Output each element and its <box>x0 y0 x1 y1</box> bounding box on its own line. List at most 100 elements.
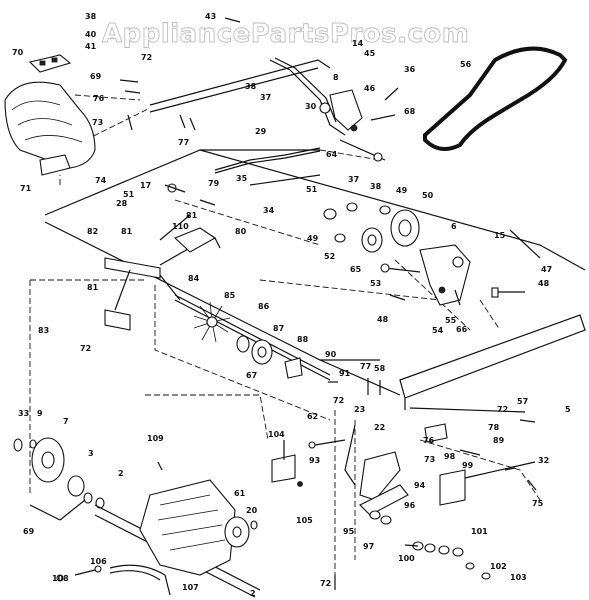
part-label-97: 97 <box>363 542 374 551</box>
part-label-86: 86 <box>258 302 270 311</box>
part-label-70: 70 <box>12 48 24 57</box>
part-label-7: 7 <box>63 417 69 426</box>
part-label-99: 99 <box>462 461 474 470</box>
part-label-51: 51 <box>123 190 135 199</box>
part-label-72: 72 <box>80 344 91 353</box>
pulley-group <box>323 202 420 253</box>
part-label-72: 72 <box>333 396 344 405</box>
part-label-32: 32 <box>538 456 549 465</box>
part-label-40: 40 <box>85 30 97 39</box>
part-label-64: 64 <box>326 150 338 159</box>
part-label-98: 98 <box>444 452 456 461</box>
part-label-37: 37 <box>348 175 359 184</box>
part-label-89: 89 <box>493 436 505 445</box>
part-label-65: 65 <box>350 265 362 274</box>
part-label-110: 110 <box>172 222 189 231</box>
part-label-71: 71 <box>20 184 32 193</box>
part-label-3: 3 <box>88 449 94 458</box>
bracket-70 <box>28 54 72 73</box>
bracket-98 <box>409 407 536 506</box>
part-label-106: 106 <box>90 557 107 566</box>
idler-bracket <box>380 244 525 306</box>
part-label-72: 72 <box>497 405 508 414</box>
chassis-outline <box>29 59 586 590</box>
part-label-35: 35 <box>236 174 248 183</box>
part-label-50: 50 <box>422 191 434 200</box>
part-label-47: 47 <box>541 265 552 274</box>
part-label-29: 29 <box>255 127 267 136</box>
part-label-2: 2 <box>250 589 256 598</box>
part-label-90: 90 <box>325 350 337 359</box>
part-label-43: 43 <box>205 12 216 21</box>
part-label-88: 88 <box>297 335 309 344</box>
part-label-74: 74 <box>95 176 107 185</box>
part-label-102: 102 <box>490 562 507 571</box>
part-label-37: 37 <box>260 93 271 102</box>
part-label-33: 33 <box>18 409 29 418</box>
part-label-78: 78 <box>488 423 500 432</box>
clutch-lever <box>104 183 217 331</box>
part-label-76: 76 <box>93 94 105 103</box>
part-label-68: 68 <box>404 107 416 116</box>
part-label-66: 66 <box>456 325 468 334</box>
part-label-41: 41 <box>85 42 97 51</box>
transaxle <box>94 479 261 598</box>
part-label-46: 46 <box>364 84 376 93</box>
part-label-2: 2 <box>118 469 124 478</box>
part-label-57: 57 <box>517 397 528 406</box>
part-label-105: 105 <box>296 516 313 525</box>
drive-belt <box>423 46 568 151</box>
part-label-96: 96 <box>404 501 416 510</box>
part-label-38: 38 <box>85 12 97 21</box>
part-label-48: 48 <box>377 315 389 324</box>
part-label-9: 9 <box>37 409 43 418</box>
part-label-72: 72 <box>320 579 331 588</box>
part-label-23: 23 <box>354 405 365 414</box>
part-label-94: 94 <box>414 481 426 490</box>
part-label-69: 69 <box>23 527 35 536</box>
part-label-61: 61 <box>234 489 246 498</box>
part-label-28: 28 <box>116 199 128 208</box>
part-label-14: 14 <box>352 39 364 48</box>
part-label-56: 56 <box>460 60 472 69</box>
bracket-104 <box>271 440 303 487</box>
part-label-104: 104 <box>268 430 285 439</box>
part-label-30: 30 <box>305 102 317 111</box>
part-label-67: 67 <box>246 371 257 380</box>
part-label-54: 54 <box>432 326 444 335</box>
part-label-77: 77 <box>178 138 189 147</box>
watermark-text: AppliancePartsPros.com <box>102 19 469 49</box>
part-label-75: 75 <box>532 499 544 508</box>
part-label-85: 85 <box>224 291 236 300</box>
part-label-53: 53 <box>370 279 381 288</box>
hub-assembly <box>13 437 105 521</box>
part-label-80: 80 <box>235 227 247 236</box>
part-label-108: 108 <box>52 574 69 583</box>
part-label-34: 34 <box>263 206 275 215</box>
shift-lever-assembly <box>269 57 399 162</box>
part-label-73: 73 <box>424 455 435 464</box>
part-label-51: 51 <box>306 185 318 194</box>
part-label-5: 5 <box>565 405 571 414</box>
part-label-22: 22 <box>374 423 385 432</box>
part-label-58: 58 <box>374 364 386 373</box>
fan-assembly <box>174 294 331 381</box>
part-label-84: 84 <box>188 274 200 283</box>
part-label-20: 20 <box>246 506 258 515</box>
rod-29 <box>214 147 321 174</box>
part-label-52: 52 <box>324 252 335 261</box>
part-label-76: 76 <box>423 436 435 445</box>
hardware-bolts <box>56 17 537 590</box>
part-label-87: 87 <box>273 324 284 333</box>
part-label-69: 69 <box>90 72 102 81</box>
rod-35 <box>249 174 321 186</box>
part-label-45: 45 <box>364 49 376 58</box>
part-label-100: 100 <box>398 554 415 563</box>
bracket-71 <box>39 154 71 176</box>
part-label-83: 83 <box>38 326 49 335</box>
part-label-81: 81 <box>186 211 198 220</box>
part-label-82: 82 <box>87 227 98 236</box>
part-label-38: 38 <box>370 182 382 191</box>
part-label-55: 55 <box>445 316 457 325</box>
